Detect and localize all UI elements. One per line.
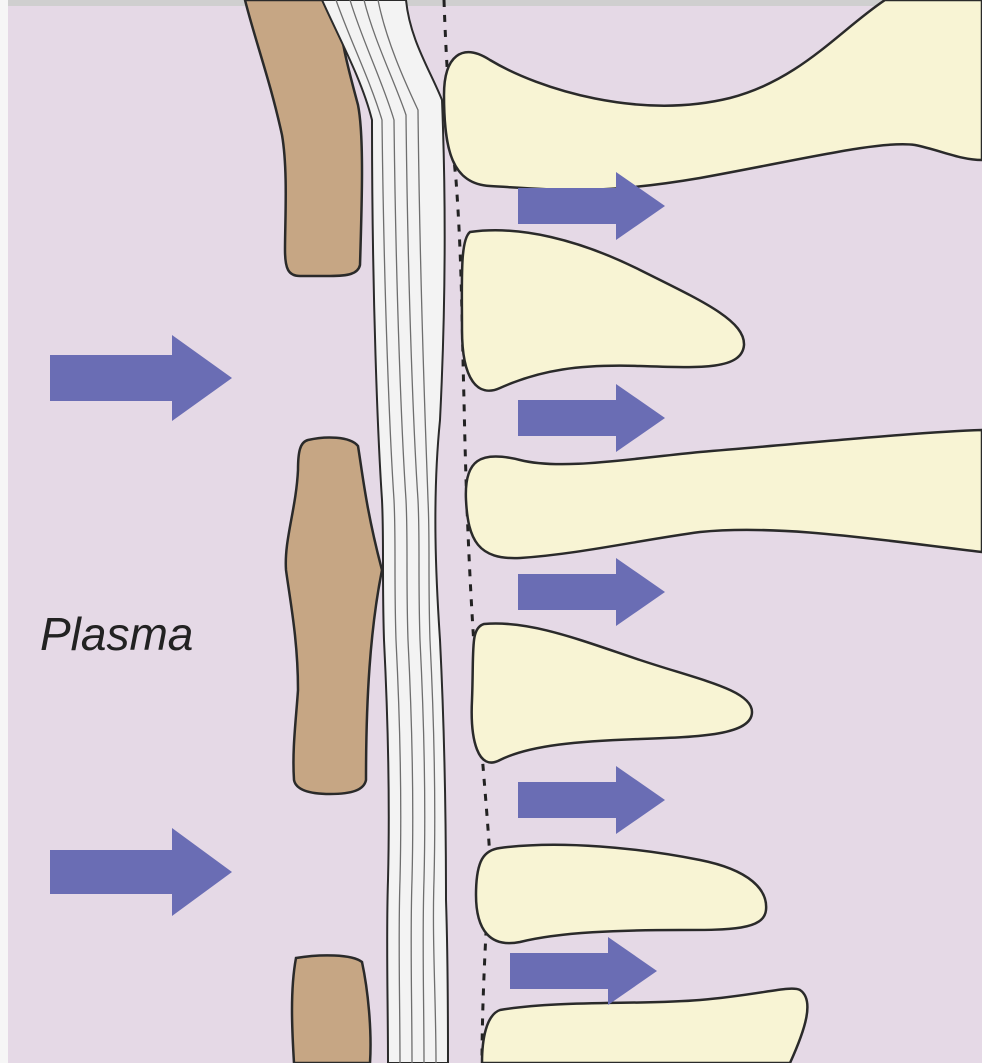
top-frame-strip — [0, 0, 982, 6]
left-frame-strip — [0, 0, 8, 1063]
plasma-label: Plasma — [40, 608, 193, 660]
endothelial-cell-bottom — [292, 955, 371, 1063]
